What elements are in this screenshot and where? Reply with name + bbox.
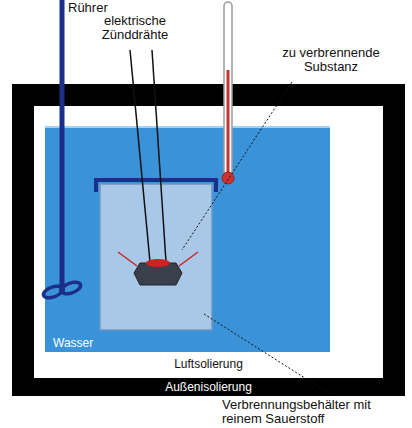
thermometer-tube bbox=[224, 2, 232, 176]
label-holder: Verbrennungsbehälter mit reinem Sauersto… bbox=[222, 398, 392, 426]
label-holder: zu verbrennende Substanz bbox=[272, 46, 390, 74]
crucible-holder bbox=[118, 252, 137, 266]
part-label: zu verbrennende Substanz bbox=[272, 46, 390, 74]
vessel-lid bbox=[96, 180, 216, 192]
air-insulation: Luftsolierung Wasser bbox=[34, 106, 383, 378]
thermometer-column bbox=[227, 70, 230, 176]
sample bbox=[146, 259, 170, 267]
combustion-vessel bbox=[100, 184, 212, 330]
text-holder: Luftsolierung bbox=[34, 357, 383, 371]
thermometer-bulb bbox=[222, 172, 234, 184]
text-holder: Wasser bbox=[53, 336, 93, 350]
leader-line bbox=[204, 314, 330, 394]
crucible bbox=[134, 263, 182, 285]
leader-line bbox=[182, 82, 292, 250]
region-label: Wasser bbox=[53, 336, 93, 350]
outer-insulation: Außenisolierung Luftsolierung Wasser bbox=[12, 84, 405, 396]
water-bath: Wasser bbox=[45, 126, 330, 352]
label-holder: Rührer bbox=[68, 1, 138, 15]
stirrer-blade bbox=[42, 284, 64, 300]
part-label: Verbrennungsbehälter mit reinem Sauersto… bbox=[222, 398, 392, 426]
stirrer-blade bbox=[60, 280, 82, 296]
region-label: Außenisolierung bbox=[12, 380, 405, 394]
text-holder: Außenisolierung bbox=[12, 380, 405, 394]
stirrer-hub bbox=[59, 287, 65, 293]
stirrer-rod bbox=[60, 0, 65, 290]
ignition-wire bbox=[130, 50, 150, 262]
crucible-holder bbox=[179, 252, 198, 266]
part-label: elektrische Zünddrähte bbox=[92, 14, 178, 42]
ignition-wire bbox=[152, 50, 166, 262]
label-holder: elektrische Zünddrähte bbox=[92, 14, 178, 42]
part-label: Rührer bbox=[68, 1, 138, 15]
region-label: Luftsolierung bbox=[34, 357, 383, 371]
